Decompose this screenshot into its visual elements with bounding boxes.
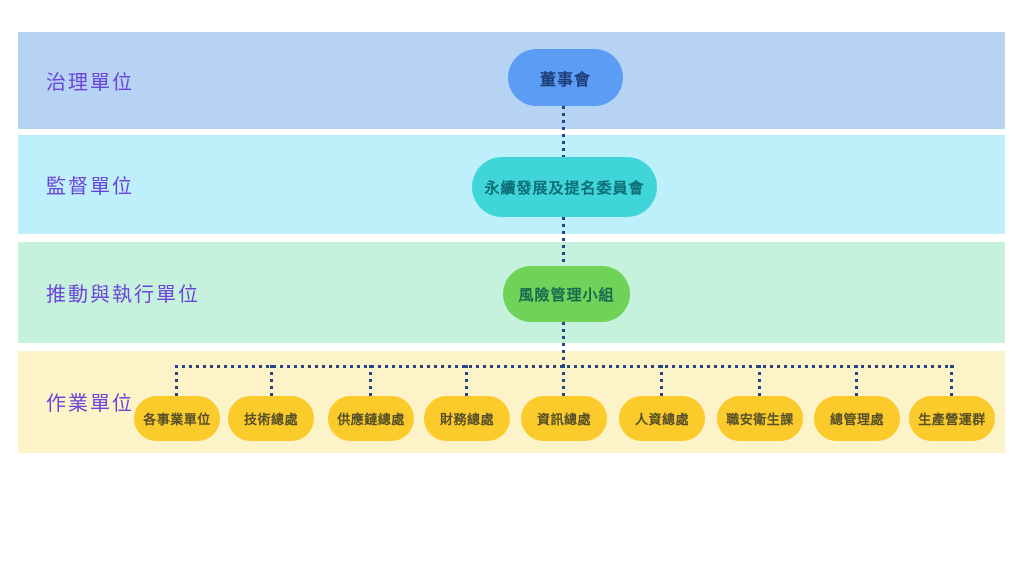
node-it-division: 資訊總處	[521, 396, 607, 441]
connector-drop-3	[369, 365, 372, 396]
node-production-operations-group: 生產營運群	[909, 396, 995, 441]
node-hr-division: 人資總處	[619, 396, 705, 441]
connector-drop-4	[465, 365, 468, 396]
node-business-units: 各事業單位	[134, 396, 220, 441]
connector-drop-7	[758, 365, 761, 396]
node-supply-chain-division: 供應鏈總處	[328, 396, 414, 441]
node-finance-division: 財務總處	[424, 396, 510, 441]
connector-drop-2	[270, 365, 273, 396]
band-label-operations: 作業單位	[46, 392, 134, 415]
connector-drop-5	[562, 365, 565, 396]
band-label-execution: 推動與執行單位	[46, 283, 200, 306]
band-label-governance: 治理單位	[46, 71, 134, 94]
node-technology-division: 技術總處	[228, 396, 314, 441]
connector-drop-1	[175, 365, 178, 396]
node-board-of-directors: 董事會	[508, 49, 623, 106]
band-label-supervision: 監督單位	[46, 175, 134, 198]
connector-drop-6	[660, 365, 663, 396]
connector-risk-to-operations	[562, 322, 565, 366]
node-sustainability-nomination-committee: 永續發展及提名委員會	[472, 157, 657, 217]
node-safety-health-section: 職安衛生課	[717, 396, 803, 441]
connector-drop-9	[950, 365, 953, 396]
node-risk-management-team: 風險管理小組	[503, 266, 630, 322]
node-general-admin-office: 總管理處	[814, 396, 900, 441]
connector-committee-to-risk	[562, 217, 565, 267]
connector-board-to-committee	[562, 106, 565, 158]
connector-drop-8	[855, 365, 858, 396]
band-execution: 推動與執行單位	[18, 242, 1005, 343]
